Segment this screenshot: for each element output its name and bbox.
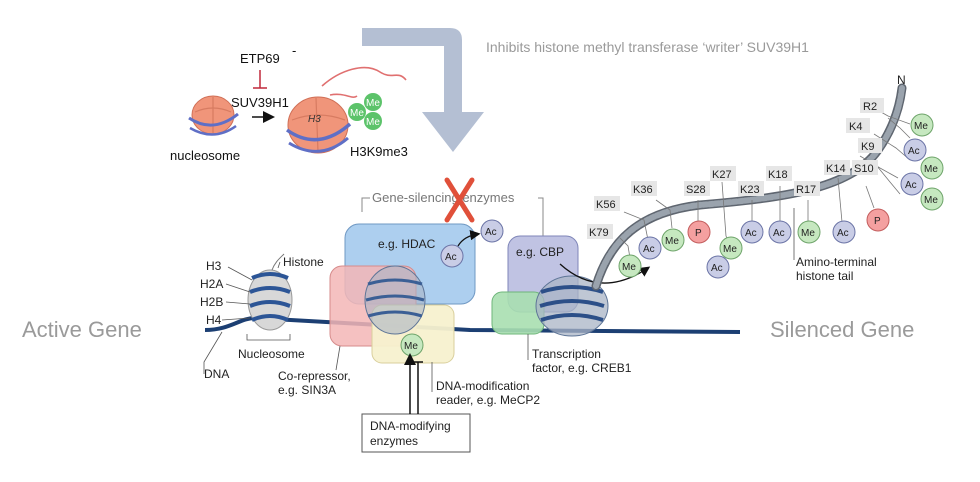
mark-s10-p: P <box>874 216 881 227</box>
modification-marks <box>618 113 944 279</box>
corepressor-leader <box>335 345 341 371</box>
nucleosome-inset-label: nucleosome <box>170 148 240 163</box>
mark-s28-p: P <box>695 228 702 239</box>
h3k9me3-label: H3K9me3 <box>350 144 408 159</box>
mark-k56-ac: Ac <box>643 244 655 255</box>
cbp-label: e.g. CBP <box>516 245 564 259</box>
tail-label-1: Amino-terminal <box>796 255 877 269</box>
mark-k23-ac: Ac <box>745 228 757 239</box>
histone-tail <box>591 83 907 291</box>
tail-n-terminus: N <box>897 73 906 87</box>
left-nucleosome-icon <box>247 253 293 331</box>
dme-label-1: DNA-modifying <box>370 419 451 433</box>
tf-label-2: factor, e.g. CREB1 <box>532 361 632 375</box>
residue-k23: K23 <box>740 184 760 196</box>
me-inset-2: Me <box>366 98 380 109</box>
small-nucleosome-icon <box>188 95 239 136</box>
tail-label-2: histone tail <box>796 269 853 283</box>
mark-r2-me: Me <box>914 121 928 132</box>
mark-k9-ac: Ac <box>905 180 917 191</box>
repressive-complex <box>329 223 476 364</box>
hdac-ac-mark: Ac <box>445 252 457 263</box>
corepressor-label-1: Co-repressor, <box>278 369 351 383</box>
h3-inset-letter: H3 <box>308 114 321 125</box>
inhibition-bar-icon <box>253 70 267 89</box>
etp69-label: ETP69 <box>240 51 280 66</box>
residue-s28: S28 <box>686 184 706 196</box>
mark-k9-me: Me <box>924 195 938 206</box>
residue-labels <box>587 98 884 239</box>
active-gene-label: Active Gene <box>22 317 142 342</box>
gene-silencing-enzymes-label: Gene-silencing enzymes <box>372 190 515 205</box>
silenced-gene-label: Silenced Gene <box>770 317 914 342</box>
h2b-label: H2B <box>200 295 223 309</box>
residue-k36: K36 <box>633 184 653 196</box>
etp69-sign: - <box>292 43 296 58</box>
histone-leader-lines <box>203 261 291 374</box>
residue-k9: K9 <box>861 141 874 153</box>
down-arrow-icon <box>362 28 484 152</box>
reader-label-2: reader, e.g. MeCP2 <box>436 393 540 407</box>
residue-k14: K14 <box>826 163 846 175</box>
residue-r17: R17 <box>796 184 816 196</box>
hdac-label: e.g. HDAC <box>378 237 436 251</box>
mark-r17-me: Me <box>801 228 815 239</box>
tf-label-1: Transcription <box>532 347 601 361</box>
inhibition-note: Inhibits histone methyl transferase ‘wri… <box>486 39 809 55</box>
residue-k79: K79 <box>589 227 609 239</box>
inset-panel: nucleosome ETP69 - SUV39H1 H3 Me Me Me H <box>170 43 408 163</box>
suv39h1-label: SUV39H1 <box>231 95 289 110</box>
reader-label-1: DNA-modification <box>436 379 529 393</box>
residue-k27: K27 <box>712 169 732 181</box>
nucleosome-label: Nucleosome <box>238 347 305 361</box>
histone-label: Histone <box>283 255 324 269</box>
h2a-label: H2A <box>200 277 223 291</box>
h3-label: H3 <box>206 259 222 273</box>
deacetylation-arrow-icon <box>457 219 504 247</box>
activating-complex <box>491 235 609 337</box>
mark-k27-ac: Ac <box>711 263 723 274</box>
residue-s10: S10 <box>854 163 874 175</box>
mark-k36-me: Me <box>665 236 679 247</box>
mark-k14-ac: Ac <box>837 228 849 239</box>
cross-icon <box>444 177 475 223</box>
corepressor-label-2: e.g. SIN3A <box>278 383 336 397</box>
h4-label: H4 <box>206 313 222 327</box>
released-ac-mark: Ac <box>485 227 497 238</box>
mark-k27-me: Me <box>723 244 737 255</box>
reader-me-mark: Me <box>404 341 418 352</box>
mark-k79-me: Me <box>622 262 636 273</box>
residue-k18: K18 <box>768 169 788 181</box>
me-inset-3: Me <box>366 117 380 128</box>
me-inset-1: Me <box>350 108 364 119</box>
mark-k4-ac: Ac <box>908 146 920 157</box>
residue-r2: R2 <box>863 101 877 113</box>
residue-k56: K56 <box>596 199 616 211</box>
residue-k4: K4 <box>849 121 862 133</box>
mark-k18-ac: Ac <box>773 228 785 239</box>
mark-k4-me: Me <box>924 164 938 175</box>
gene-silencing-bracket <box>361 197 544 236</box>
dna-modifying-enzymes-box <box>361 353 471 453</box>
methylated-nucleosome-icon <box>285 66 407 154</box>
dme-label-2: enzymes <box>370 434 418 448</box>
dna-label: DNA <box>204 367 229 381</box>
